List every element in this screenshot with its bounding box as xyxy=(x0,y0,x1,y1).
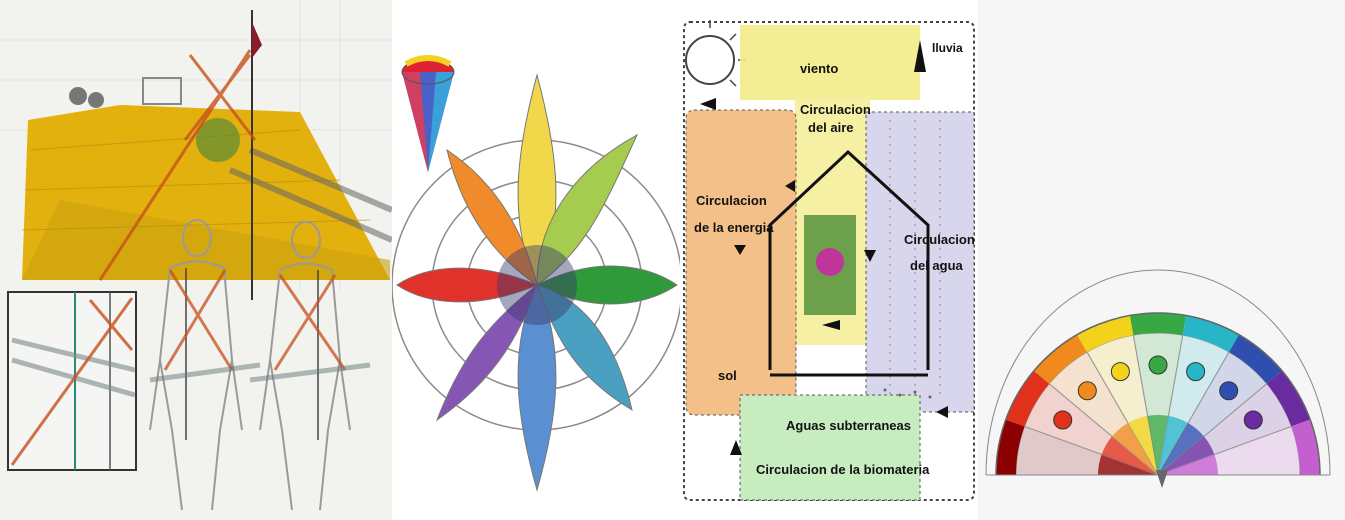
chakra-symbol-icon xyxy=(1111,363,1129,381)
energy-label-line1: Circulacion xyxy=(696,193,767,208)
landscape-figures-panel xyxy=(0,0,392,520)
water-label-line1: Circulacion xyxy=(904,232,975,247)
air-label-line2: del aire xyxy=(808,120,854,135)
chakra-symbol-icon xyxy=(1054,411,1072,429)
chakra-color-band xyxy=(1130,313,1186,335)
chakra-symbol-icon xyxy=(1220,382,1238,400)
chakra-symbol-icon xyxy=(1187,363,1205,381)
wind-label: viento xyxy=(800,61,838,76)
air-label-line1: Circulacion xyxy=(800,102,871,117)
color-wheel-panel xyxy=(392,0,680,520)
chakra-symbol-icon xyxy=(1078,382,1096,400)
circulation-diagram-panel: viento lluvia Circulacion del aire Circu… xyxy=(680,0,978,520)
chakra-symbol-icon xyxy=(1149,356,1167,374)
landscape-figures-illustration xyxy=(0,0,392,520)
rain-label: lluvia xyxy=(932,41,963,55)
circulation-diagram: viento lluvia Circulacion del aire Circu… xyxy=(680,0,978,520)
sun-label: sol xyxy=(718,368,737,383)
chakra-chart-panel xyxy=(978,0,1345,520)
chakra-semicircle-chart xyxy=(978,0,1345,520)
energy-label-line2: de la energia xyxy=(694,220,774,235)
water-label-line2: del agua xyxy=(910,258,964,273)
biomass-label: Circulacion de la biomateria xyxy=(756,462,930,477)
groundwater-label: Aguas subterraneas xyxy=(786,418,911,433)
color-wheel-illustration xyxy=(392,0,680,520)
chakra-symbol-icon xyxy=(1244,411,1262,429)
